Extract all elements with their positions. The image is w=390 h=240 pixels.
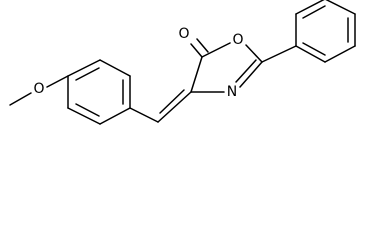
molecule-canvas: O O O N (9, 0, 356, 125)
phenyl-bond-3 (325, 0, 356, 15)
ring-nitrogen-label: N (227, 84, 237, 100)
ring-oxygen-background (231, 32, 245, 48)
phenyl-bond-2 (295, 0, 325, 15)
phenyl-inner-bond-1 (302, 5, 326, 19)
ring-bond-o1-c2 (245, 44, 263, 63)
bond-aryl-1 (67, 59, 101, 77)
bond-c2-to-phenyl (261, 45, 297, 63)
ring-oxygen-label: O (232, 32, 243, 48)
carbonyl-bond-outer (190, 43, 203, 58)
chemical-structure-diagram: O O O N (9, 0, 356, 125)
exocyclic-double-bond-outer (157, 91, 192, 123)
carbonyl-oxygen-label: O (178, 26, 189, 42)
phenyl-bond-5 (324, 45, 356, 63)
ring-nitrogen-background (225, 84, 239, 100)
aromatic-inner-bond-1 (75, 67, 100, 81)
methoxy-oxygen-label: O (33, 81, 44, 97)
methoxy-oxygen-background (32, 81, 46, 97)
bond-aryl-4 (99, 107, 131, 125)
exocyclic-double-bond-inner (159, 89, 185, 114)
aromatic-inner-bond-3 (75, 103, 100, 117)
ring-bond-c5-o1 (201, 42, 231, 58)
ring-bond-c4-c5 (190, 56, 203, 93)
phenyl-bond-6 (295, 45, 326, 63)
bond-aryl-to-vinyl (129, 107, 159, 123)
ring-double-bond-c2-n3-inner (235, 59, 257, 83)
phenyl-inner-bond-3 (302, 42, 326, 56)
bond-aryl-2 (99, 59, 131, 77)
bond-oxygen-aryl (46, 75, 69, 88)
ring-double-bond-c2-n3 (239, 61, 263, 88)
carbonyl-bond-inner (196, 38, 209, 53)
bond-methyl-oxygen (9, 92, 32, 106)
carbonyl-oxygen-background (177, 26, 191, 42)
bond-aryl-5 (67, 107, 101, 125)
